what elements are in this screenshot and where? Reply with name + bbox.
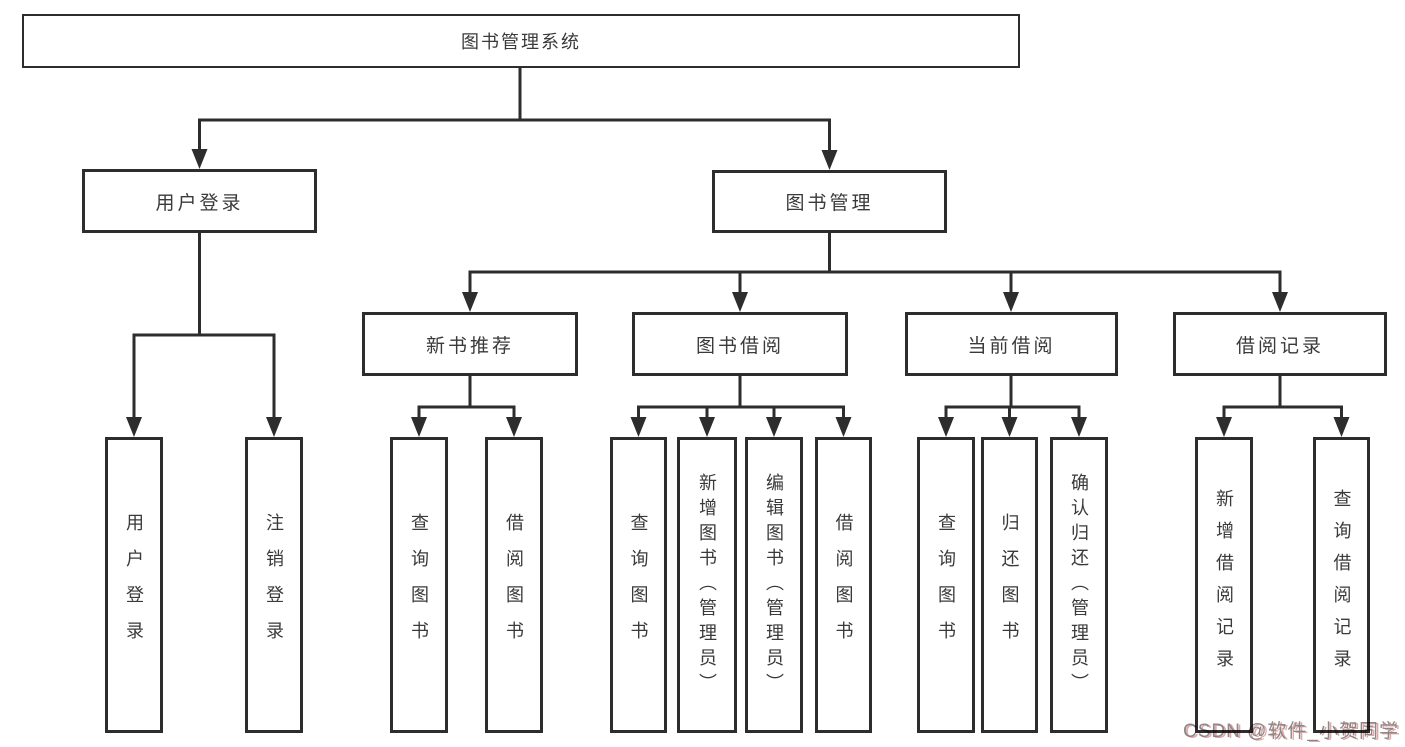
arrowheads xyxy=(126,149,1350,437)
leaf-borrow-books-borrowing: 借阅图书 xyxy=(815,437,872,733)
arrowhead xyxy=(462,292,478,312)
arrowhead xyxy=(1071,417,1087,437)
node-library-management-system: 图书管理系统 xyxy=(22,14,1020,68)
arrowhead xyxy=(126,417,142,437)
leaf-edit-book-admin: 编辑图书（管理员） xyxy=(745,437,803,733)
node-new-book-recommendation: 新书推荐 xyxy=(362,312,578,376)
arrowhead xyxy=(411,417,427,437)
leaf-query-books-current: 查询图书 xyxy=(917,437,975,733)
leaf-add-borrow-record: 新增借阅记录 xyxy=(1195,437,1253,733)
arrowhead xyxy=(1333,417,1350,437)
leaf-borrow-books-recommend: 借阅图书 xyxy=(485,437,543,733)
leaf-query-borrow-record: 查询借阅记录 xyxy=(1313,437,1370,733)
leaf-logout: 注销登录 xyxy=(245,437,303,733)
arrowhead xyxy=(766,417,782,437)
arrowhead xyxy=(1216,417,1232,437)
arrowhead xyxy=(266,417,282,437)
arrowhead xyxy=(835,417,852,437)
leaf-add-book-admin: 新增图书（管理员） xyxy=(677,437,737,733)
arrowhead xyxy=(938,417,954,437)
leaf-query-books-borrowing: 查询图书 xyxy=(610,437,667,733)
node-current-borrowing: 当前借阅 xyxy=(905,312,1118,376)
arrowhead xyxy=(1001,417,1018,437)
connector-lines xyxy=(132,66,1343,409)
leaf-confirm-return-admin: 确认归还（管理员） xyxy=(1050,437,1108,733)
arrowhead xyxy=(699,417,715,437)
leaf-user-login: 用户登录 xyxy=(105,437,163,733)
node-book-borrowing: 图书借阅 xyxy=(632,312,848,376)
node-borrowing-records: 借阅记录 xyxy=(1173,312,1387,376)
arrowhead xyxy=(1003,292,1019,312)
leaf-return-book: 归还图书 xyxy=(981,437,1038,733)
node-book-management: 图书管理 xyxy=(712,170,947,233)
arrow-shafts xyxy=(132,120,1343,421)
csdn-watermark: CSDN @软件_小贺同学 xyxy=(1183,721,1399,742)
arrowhead xyxy=(821,150,838,170)
arrowhead xyxy=(506,417,522,437)
arrowhead xyxy=(191,149,208,169)
node-user-login: 用户登录 xyxy=(82,169,317,233)
leaf-query-books-recommend: 查询图书 xyxy=(390,437,448,733)
arrowhead xyxy=(1272,292,1288,312)
arrowhead xyxy=(732,292,748,312)
arrowhead xyxy=(630,417,647,437)
